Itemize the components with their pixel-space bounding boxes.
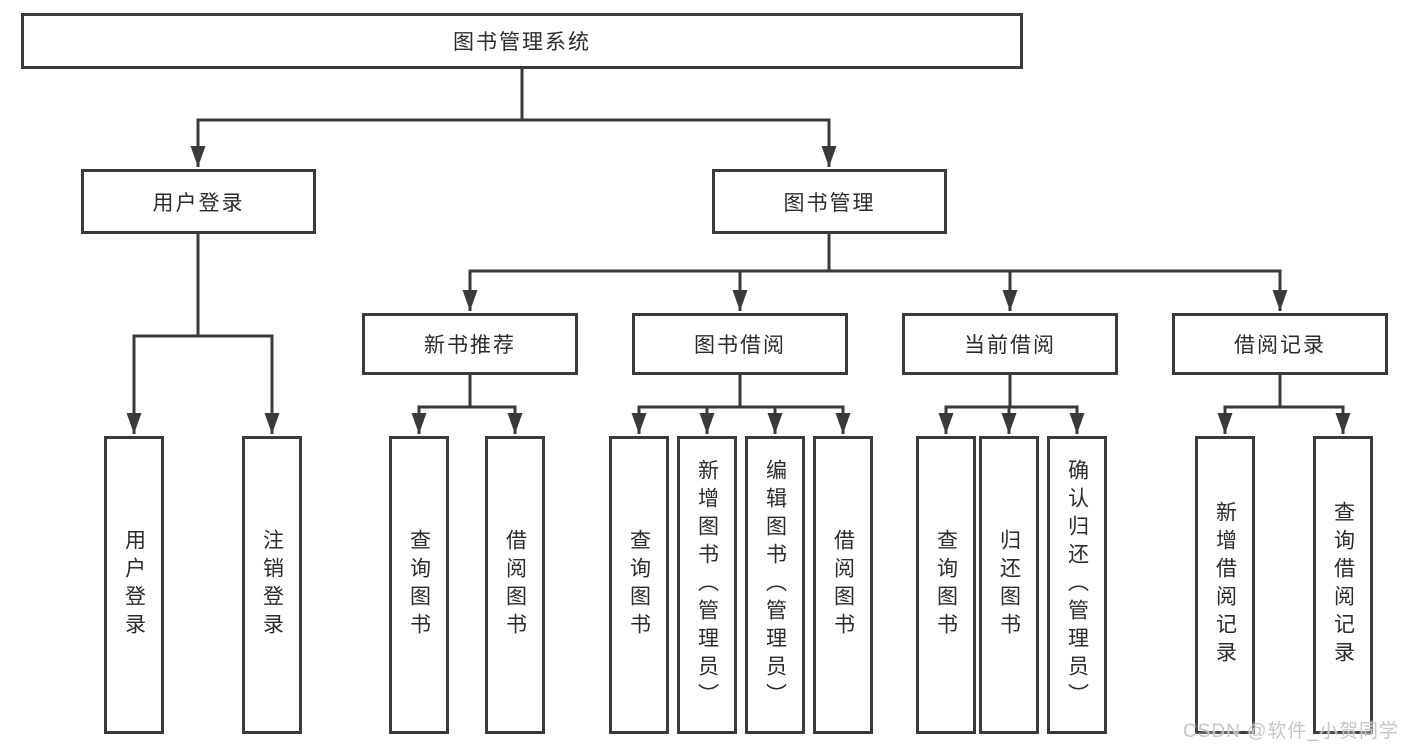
leaf-confirm-return-admin: 确认归还（管理员） — [1047, 436, 1107, 734]
node-user-login: 用户登录 — [81, 169, 316, 234]
leaf-query-books: 查询图书 — [916, 436, 976, 734]
node-borrowing-records: 借阅记录 — [1172, 313, 1388, 375]
leaf-return-book: 归还图书 — [979, 436, 1039, 734]
leaf-query-books: 查询图书 — [609, 436, 669, 734]
leaf-borrow-books: 借阅图书 — [813, 436, 873, 734]
leaf-edit-book-admin: 编辑图书（管理员） — [745, 436, 805, 734]
leaf-logout: 注销登录 — [242, 436, 302, 734]
leaf-add-borrow-record: 新增借阅记录 — [1195, 436, 1255, 734]
node-root-system: 图书管理系统 — [21, 13, 1023, 69]
node-current-borrowing: 当前借阅 — [902, 313, 1118, 375]
node-book-management: 图书管理 — [712, 169, 947, 234]
node-new-book-recommend: 新书推荐 — [362, 313, 578, 375]
leaf-query-borrow-record: 查询借阅记录 — [1313, 436, 1373, 734]
watermark: CSDN @软件_小贺同学 — [1183, 721, 1399, 742]
connector-arrows — [126, 120, 1351, 434]
leaf-user-login: 用户登录 — [104, 436, 164, 734]
leaf-query-books: 查询图书 — [389, 436, 449, 734]
leaf-add-book-admin: 新增图书（管理员） — [677, 436, 737, 734]
leaf-borrow-books: 借阅图书 — [485, 436, 545, 734]
node-book-borrowing: 图书借阅 — [632, 313, 848, 375]
